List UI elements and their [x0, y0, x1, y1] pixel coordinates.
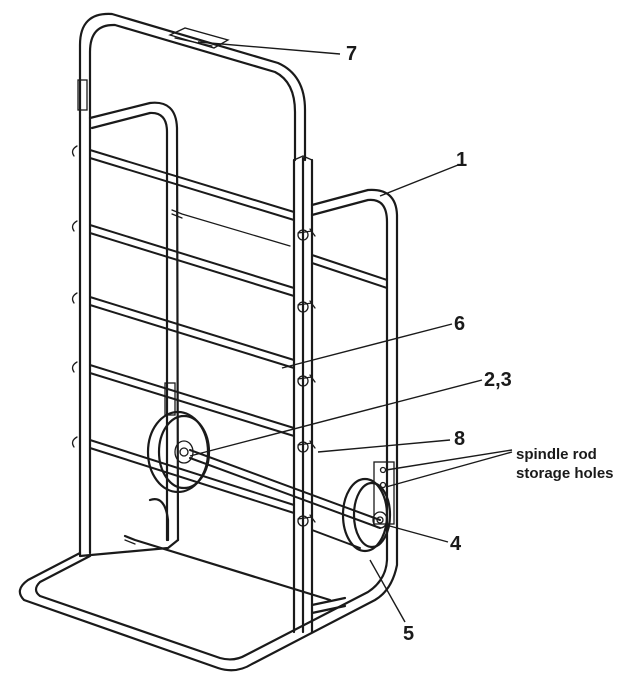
rear-wheel: [146, 382, 381, 542]
callout-8: 8: [454, 428, 465, 450]
rear-hooks: [71, 145, 78, 448]
callout-4: 4: [450, 533, 462, 555]
storage-holes-label-line1: spindle rod: [516, 446, 597, 463]
storage-holes-label-line2: storage holes: [516, 465, 614, 482]
callout-2-3: 2,3: [484, 369, 512, 391]
callout-6: 6: [454, 313, 465, 335]
base-frame: [18, 518, 399, 672]
cross-bars: [89, 149, 388, 549]
rear-frame: [77, 12, 307, 557]
handle-plate: [168, 27, 230, 49]
leader-lines: [189, 41, 513, 623]
inner-side-frame: [88, 101, 180, 542]
callout-5: 5: [403, 623, 414, 645]
callout-1: 1: [456, 149, 467, 171]
front-wheel: [341, 461, 395, 553]
upright-clips: [297, 228, 316, 527]
front-upright: [292, 155, 314, 634]
callout-7: 7: [346, 43, 357, 65]
right-side-frame: [310, 188, 399, 522]
